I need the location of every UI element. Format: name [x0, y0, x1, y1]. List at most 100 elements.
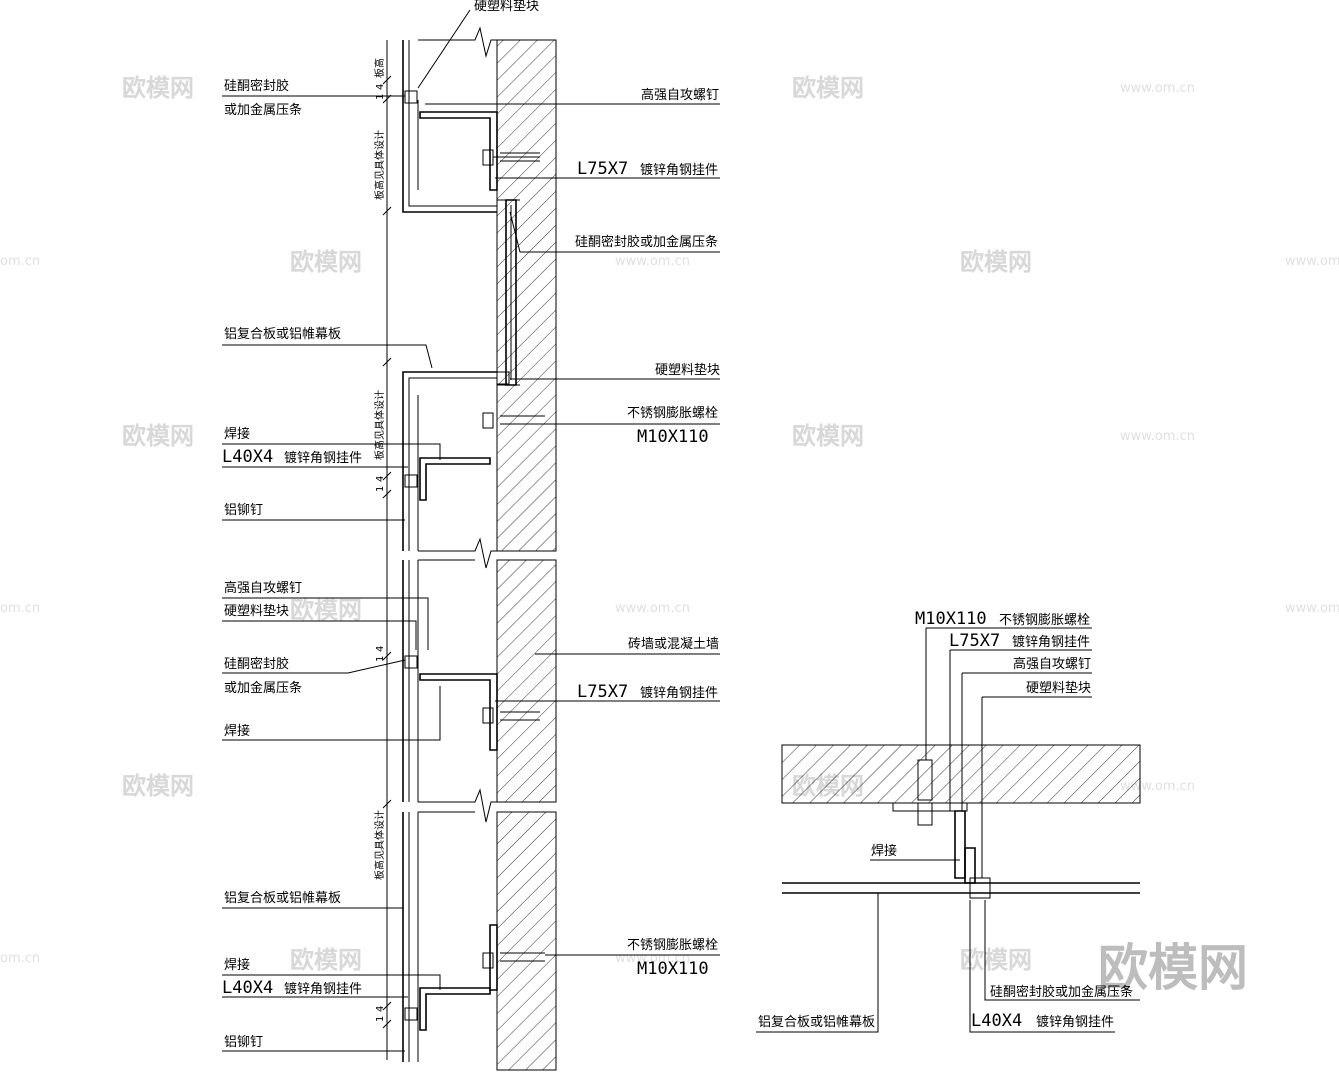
leader — [984, 900, 1140, 1001]
sealant-block-top — [404, 90, 418, 104]
label-wall: 砖墙或混凝土墙 — [628, 636, 719, 652]
angle-small-2 — [419, 987, 491, 1031]
watermark-brand: 欧模网 — [960, 946, 1032, 974]
leader — [417, 9, 471, 89]
watermark-brand: 欧模网 — [122, 422, 194, 450]
sealant-block-3 — [404, 1007, 418, 1021]
label-angle-big-text: 镀锌角钢挂件 — [640, 162, 718, 178]
watermark-brand: 欧模网 — [122, 772, 194, 800]
label-angle-small: L40X4 — [222, 447, 273, 467]
leader — [222, 659, 406, 674]
break-line — [418, 537, 556, 569]
label-bolt: 不锈钢膨胀螺栓 — [627, 938, 718, 953]
pad-block-mid — [496, 371, 510, 385]
bolt-1-shank — [500, 152, 540, 162]
plan-label-screw: 高强自攻螺钉 — [1013, 656, 1091, 672]
anchor-1 — [482, 149, 494, 166]
label-angle-big-text: 镀锌角钢挂件 — [640, 685, 718, 701]
angle-big-2 — [419, 673, 498, 751]
label-pad: 硬塑料垫块 — [224, 603, 289, 619]
label-weld: 焊接 — [224, 723, 250, 739]
angle-big-1 — [419, 111, 498, 191]
dim-value: 1 — [375, 1016, 386, 1022]
dim-value: 1 — [375, 94, 386, 100]
label-weld: 焊接 — [224, 957, 250, 973]
break-line — [418, 26, 497, 58]
vnote-board-height: 板高 — [373, 58, 386, 78]
plan-bolt — [917, 802, 933, 826]
brand-logo: 欧模网 — [1098, 939, 1248, 997]
watermark-brand: 欧模网 — [290, 596, 362, 624]
panels — [402, 40, 520, 1062]
watermark-url: om.cn — [0, 951, 40, 966]
watermark-url: www.om.cn — [615, 601, 690, 616]
wall-segment-2 — [496, 559, 557, 803]
break-line — [418, 788, 556, 823]
leader-horizontals — [926, 627, 1092, 698]
label-weld: 焊接 — [224, 426, 250, 442]
label-angle-small: L40X4 — [222, 978, 273, 998]
dim-value: 4 — [375, 476, 386, 482]
watermark-url: www.om.cn — [1120, 429, 1195, 444]
watermarks: 欧模网 欧模网 www.om.cn om.cn 欧模网 www.om.cn 欧模… — [0, 74, 1339, 997]
plan-label-bolt: 不锈钢膨胀螺栓 — [999, 613, 1090, 628]
leaders — [222, 9, 720, 1052]
plan-label-bolt-size: M10X110 — [915, 609, 987, 629]
label-sealant-b: 或加金属压条 — [224, 680, 302, 696]
sealant-block-2 — [404, 655, 418, 669]
watermark-brand: 欧模网 — [792, 74, 864, 102]
plan-weld — [964, 847, 976, 884]
watermark-url: www.om.cn — [615, 254, 690, 269]
dim-ticks — [382, 75, 392, 1029]
panel-1-outer — [402, 40, 497, 213]
plan-label-weld: 焊接 — [871, 843, 897, 859]
left-labels: 硬塑料垫块 硅酮密封胶 或加金属压条 高强自攻螺钉 L75X7 镀锌角钢挂件 硅… — [222, 0, 720, 1050]
vnote-board-height-design: 板高见具体设计 — [373, 390, 386, 460]
plan-detail: M10X110 不锈钢膨胀螺栓 L75X7 镀锌角钢挂件 高强自攻螺钉 硬塑料垫… — [756, 609, 1141, 1033]
watermark-url: www.om.cn — [1120, 81, 1195, 96]
watermark-url: www.om.cn — [1285, 601, 1339, 616]
plan-wall — [781, 744, 1141, 804]
panel-1-inner — [408, 40, 497, 207]
vnote-board-height-design: 板高见具体设计 — [373, 130, 386, 200]
bolt-3-shank — [500, 711, 540, 721]
label-panel: 铝复合板或铝帷幕板 — [224, 327, 341, 342]
label-rivet: 铝铆钉 — [224, 1035, 263, 1050]
watermark-brand: 欧模网 — [290, 248, 362, 276]
watermark-brand: 欧模网 — [960, 248, 1032, 276]
angle-small-1 — [419, 457, 491, 501]
label-bolt-size: M10X110 — [637, 427, 709, 447]
leader — [222, 974, 441, 990]
watermark-brand: 欧模网 — [792, 422, 864, 450]
bolt-4-shank — [500, 952, 545, 962]
label-angle-small-text: 镀锌角钢挂件 — [284, 450, 362, 466]
leader — [222, 620, 417, 650]
label-screw: 高强自攻螺钉 — [224, 580, 302, 596]
label-rivet: 铝铆钉 — [224, 503, 263, 518]
plan-label-angle-big: L75X7 — [949, 631, 1000, 651]
sealant-block-1 — [404, 474, 418, 488]
label-screw: 高强自攻螺钉 — [641, 87, 719, 103]
anchor-4 — [482, 952, 494, 969]
brackets — [404, 90, 545, 1031]
leader — [222, 597, 429, 650]
vnote-board-height-design: 板高见具体设计 — [373, 810, 386, 880]
plan-label-angle-small: L40X4 — [971, 1011, 1022, 1031]
leader — [969, 900, 1115, 1033]
watermark-url: om.cn — [0, 601, 40, 616]
anchor-2 — [482, 412, 494, 429]
panel-2-inner — [408, 377, 497, 551]
label-sealant-mid: 硅酮密封胶或加金属压条 — [575, 234, 718, 250]
watermark-brand: 欧模网 — [122, 74, 194, 102]
leader — [222, 443, 441, 460]
plan-sealant-block — [969, 877, 991, 899]
leader — [509, 211, 720, 253]
label-pad-top: 硬塑料垫块 — [474, 0, 539, 14]
plan-anchor — [917, 759, 933, 801]
dimensions: 板高 板高见具体设计 板高见具体设计 板高见具体设计 1 4 1 4 1 4 1… — [373, 40, 392, 1060]
wall-section — [418, 26, 557, 1071]
watermark-url: www.om.cn — [1285, 254, 1339, 269]
label-bolt: 不锈钢膨胀螺栓 — [627, 406, 718, 421]
plan-label-angle-small-text: 镀锌角钢挂件 — [1036, 1014, 1114, 1030]
